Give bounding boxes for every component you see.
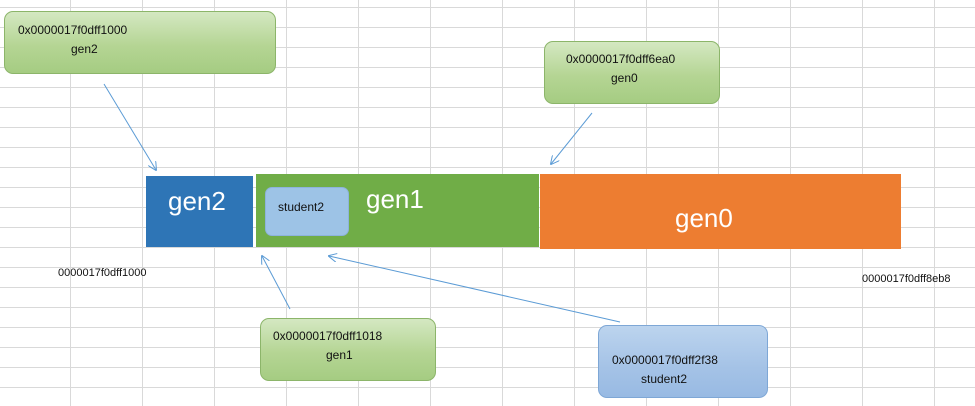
callout-gen0-name: gen0 (611, 71, 638, 85)
callout-gen1-address: 0x0000017f0dff1018 (273, 329, 383, 343)
callout-student2-address: 0x0000017f0dff2f38 (612, 353, 718, 367)
segment-gen2-label: gen2 (168, 186, 226, 216)
end-address-label: 0000017f0dff8eb8 (862, 273, 951, 285)
callout-student2-name: student2 (641, 372, 688, 386)
arrow-gen1 (262, 256, 291, 310)
segment-gen0-label: gen0 (675, 203, 733, 233)
callout-gen2-name: gen2 (71, 42, 98, 56)
segment-gen2: gen2 (146, 176, 253, 247)
segment-gen1-label: gen1 (366, 184, 424, 214)
callout-gen0: 0x0000017f0dff6ea0 gen0 (544, 41, 720, 104)
arrow-gen2 (103, 83, 156, 170)
arrow-student2 (329, 256, 621, 323)
callout-gen2: 0x0000017f0dff1000 gen2 (4, 11, 276, 74)
callout-gen2-address: 0x0000017f0dff1000 (18, 23, 128, 37)
callout-student2: 0x0000017f0dff2f38 student2 (598, 325, 768, 398)
callout-gen1: 0x0000017f0dff1018 gen1 (260, 318, 436, 381)
segment-gen1: gen1 student2 (256, 174, 539, 247)
callout-gen1-name: gen1 (326, 348, 353, 362)
object-student2: student2 (265, 187, 349, 236)
arrow-gen0 (551, 112, 593, 164)
callout-gen0-address: 0x0000017f0dff6ea0 (566, 52, 676, 66)
start-address-label: 0000017f0dff1000 (58, 267, 147, 279)
segment-gen0: gen0 (540, 174, 901, 249)
object-student2-label: student2 (278, 200, 325, 214)
